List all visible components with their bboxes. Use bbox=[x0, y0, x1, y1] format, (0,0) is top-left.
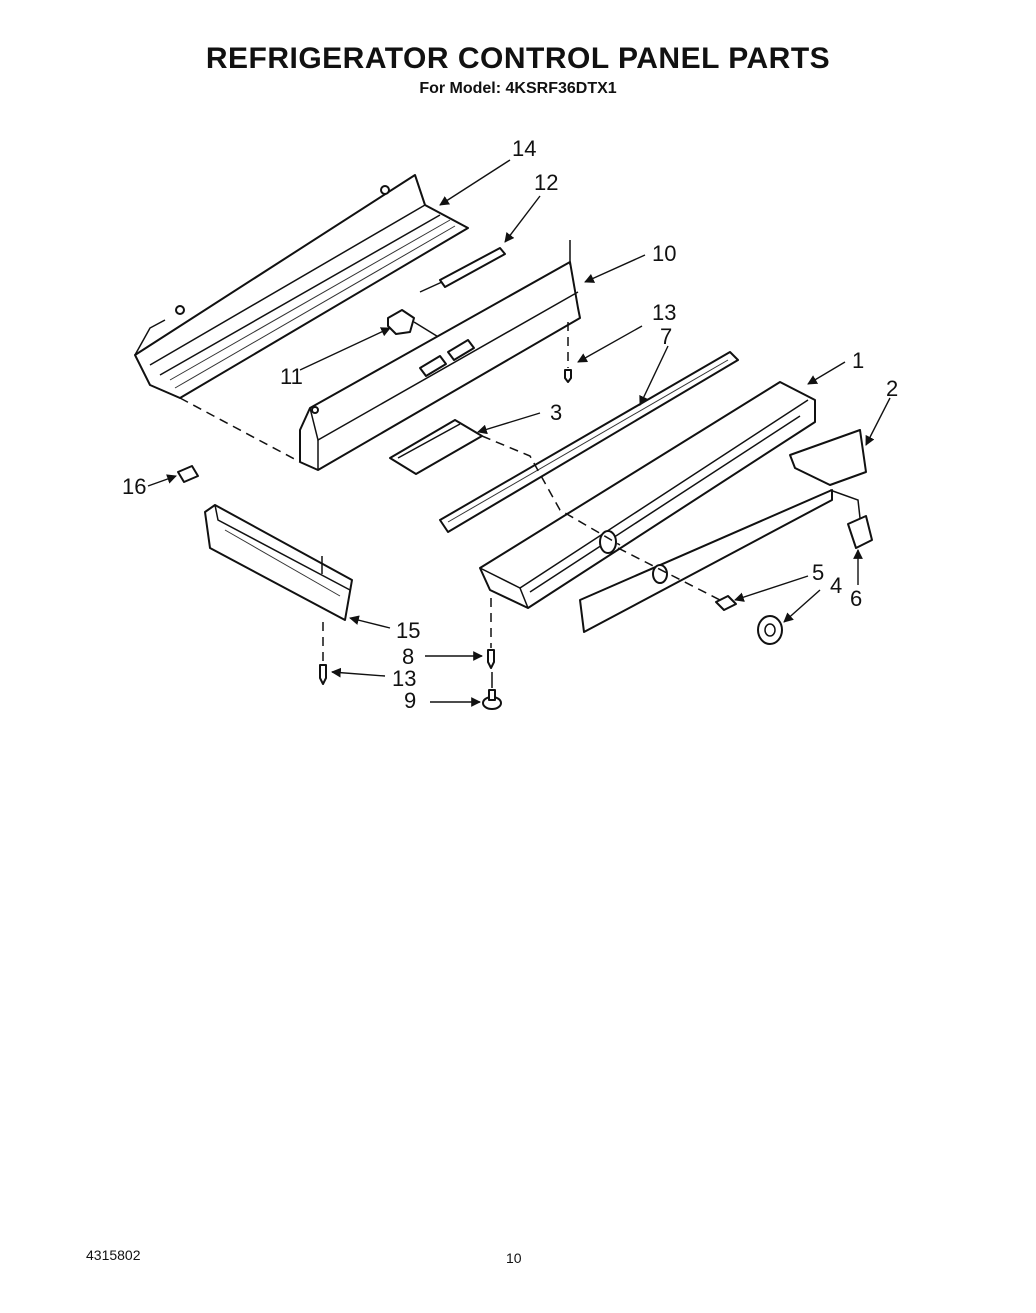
guide-line-a bbox=[179, 397, 301, 463]
screw-13-lower bbox=[319, 622, 327, 685]
part-7-strip bbox=[439, 351, 739, 533]
part-11-knob bbox=[387, 309, 441, 339]
callout-9: 9 bbox=[404, 688, 416, 713]
leader-lines bbox=[147, 159, 891, 707]
part-5-clip bbox=[715, 595, 737, 611]
foot-9 bbox=[482, 672, 502, 710]
part-3-plate bbox=[389, 419, 483, 475]
callout-1: 1 bbox=[852, 348, 864, 373]
callout-6: 6 bbox=[850, 586, 862, 611]
part-10-bracket bbox=[299, 240, 581, 471]
doc-number: 4315802 bbox=[86, 1247, 141, 1263]
callout-4: 4 bbox=[830, 573, 842, 598]
part-15-bracket bbox=[204, 504, 353, 621]
callout-14: 14 bbox=[512, 136, 536, 161]
part-1-housing bbox=[479, 381, 816, 609]
front-strip bbox=[579, 489, 833, 633]
callout-11: 11 bbox=[280, 364, 303, 389]
callout-10: 10 bbox=[652, 241, 676, 266]
screw-8 bbox=[487, 598, 495, 669]
guide-line-c bbox=[617, 547, 721, 601]
part-6-switch bbox=[829, 489, 873, 549]
part-12-rod bbox=[419, 247, 506, 293]
guide-line-b bbox=[481, 435, 621, 546]
model-subtitle: For Model: 4KSRF36DTX1 bbox=[419, 80, 617, 97]
page-number: 10 bbox=[506, 1250, 522, 1266]
callout-13-upper: 13 bbox=[652, 300, 676, 325]
callout-7: 7 bbox=[660, 324, 672, 349]
callout-15: 15 bbox=[396, 618, 420, 643]
callout-13-lower: 13 bbox=[392, 666, 416, 691]
page-title: REFRIGERATOR CONTROL PANEL PARTS bbox=[205, 42, 831, 75]
part-2-end-housing bbox=[789, 429, 867, 486]
callout-3: 3 bbox=[550, 400, 562, 425]
part-14-panel bbox=[134, 174, 469, 399]
part-16-clip bbox=[177, 465, 199, 483]
callout-16: 16 bbox=[122, 474, 146, 499]
callout-5: 5 bbox=[812, 560, 824, 585]
callout-8: 8 bbox=[402, 644, 414, 669]
callout-2: 2 bbox=[886, 376, 898, 401]
callout-12: 12 bbox=[534, 170, 558, 195]
part-4-knob bbox=[652, 564, 783, 645]
screw-13-upper bbox=[564, 322, 572, 383]
